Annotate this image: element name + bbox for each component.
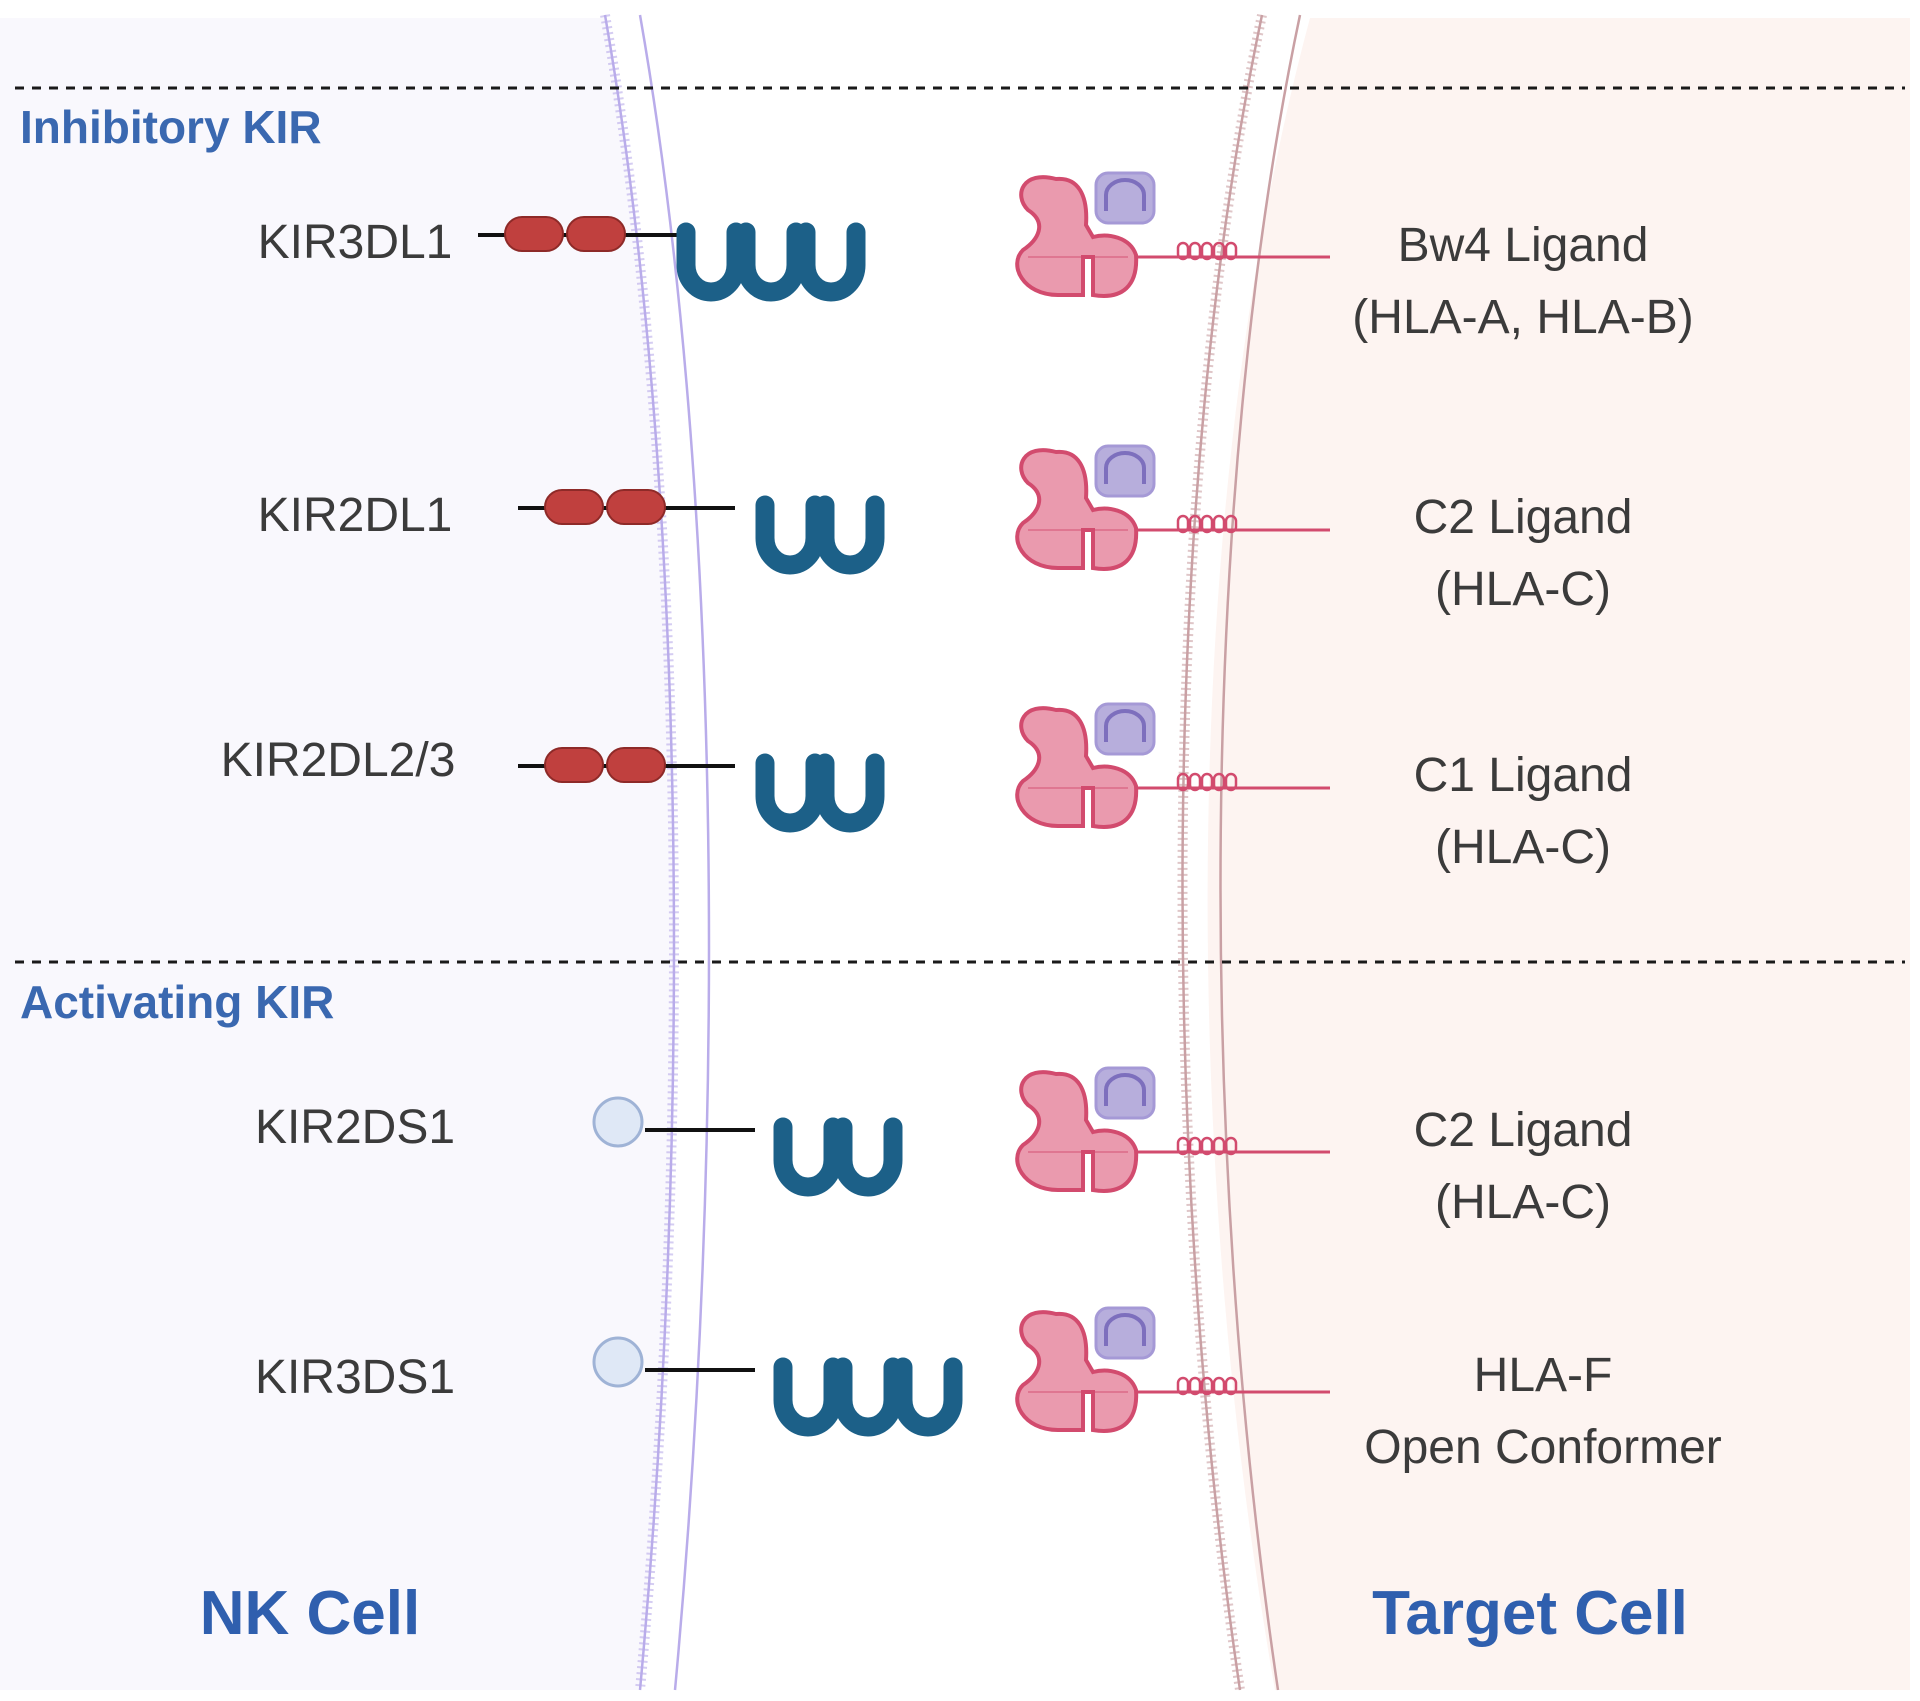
adaptor-icon bbox=[592, 1096, 644, 1148]
receptor-kir2dl1 bbox=[518, 489, 735, 525]
hla-coil-segment bbox=[1224, 1136, 1238, 1156]
nk-membrane-outer-leaflet bbox=[603, 14, 676, 1691]
hla-coil-segment bbox=[1224, 241, 1238, 261]
hla-coil-segment bbox=[1224, 1376, 1238, 1396]
ig-domain-icon bbox=[796, 222, 866, 302]
nk-membrane bbox=[600, 14, 711, 1691]
beta2m-fold bbox=[1104, 1073, 1146, 1106]
ig-domain-icon bbox=[676, 222, 746, 302]
hla-coil-segment bbox=[1200, 241, 1214, 261]
beta2m-fold bbox=[1104, 1313, 1146, 1346]
target-membrane-inner-leaflet bbox=[1219, 14, 1302, 1691]
ligand-label-c1: C1 Ligand (HLA-C) bbox=[1293, 740, 1753, 884]
hla-coil-segment bbox=[1188, 772, 1202, 792]
ligand-line2: (HLA-C) bbox=[1435, 1176, 1611, 1229]
hla-coil-segment bbox=[1212, 772, 1226, 792]
ligand-label-bw4: Bw4 Ligand (HLA-A, HLA-B) bbox=[1293, 210, 1753, 354]
itim-domain-icon bbox=[504, 216, 564, 252]
ligand-label-c2: C2 Ligand (HLA-C) bbox=[1293, 482, 1753, 626]
hla-coil-segment bbox=[1188, 241, 1202, 261]
inhibitory-section-title: Inhibitory KIR bbox=[20, 101, 322, 153]
hla-coil-segment bbox=[1176, 1136, 1190, 1156]
ligand-label-hla-f: HLA-F Open Conformer bbox=[1313, 1340, 1773, 1484]
ig-domain-icon bbox=[815, 753, 885, 833]
itim-domain-icon bbox=[606, 747, 666, 783]
hla-coil-segment bbox=[1176, 514, 1190, 534]
hla-coil-segment bbox=[1200, 1136, 1214, 1156]
hla-coil-segment bbox=[1176, 241, 1190, 261]
beta2m-fold bbox=[1104, 709, 1146, 742]
itim-domain-icon bbox=[566, 216, 626, 252]
ig-domain-icon bbox=[736, 222, 806, 302]
ligand-line1: C2 Ligand bbox=[1413, 491, 1633, 544]
hla-coil-segment bbox=[1200, 514, 1214, 534]
ligand-line1: C1 Ligand bbox=[1413, 749, 1633, 802]
hla-coil-segment bbox=[1224, 514, 1238, 534]
receptor-label-kir2dl2-3: KIR2DL2/3 bbox=[220, 734, 456, 787]
receptor-label-kir2ds1: KIR2DS1 bbox=[254, 1101, 456, 1154]
activating-section-title: Activating KIR bbox=[20, 976, 335, 1028]
receptor-label-kir3dl1: KIR3DL1 bbox=[257, 216, 453, 269]
hla-coil-segment bbox=[1200, 772, 1214, 792]
receptor-label-kir3ds1: KIR3DS1 bbox=[254, 1351, 456, 1404]
ig-domain-icon bbox=[815, 495, 885, 575]
beta2m-fold bbox=[1104, 451, 1146, 484]
hla-coil-segment bbox=[1224, 772, 1238, 792]
hla-coil-segment bbox=[1188, 1376, 1202, 1396]
ligand-line1: Bw4 Ligand bbox=[1397, 219, 1649, 272]
ligand-line1: C2 Ligand bbox=[1413, 1104, 1633, 1157]
ig-domain-icon bbox=[755, 753, 825, 833]
hla-coil-segment bbox=[1200, 1376, 1214, 1396]
receptor-kir3dl1 bbox=[478, 216, 695, 252]
nk-cell-label: NK Cell bbox=[199, 1579, 421, 1648]
hla-coil-segment bbox=[1188, 1136, 1202, 1156]
ig-domain-icon bbox=[893, 1357, 963, 1437]
hla-molecule-icon bbox=[1015, 444, 1330, 571]
adaptor-icon bbox=[592, 1336, 644, 1388]
ligand-label-c2-activating: C2 Ligand (HLA-C) bbox=[1293, 1095, 1753, 1239]
ig-domain-icon bbox=[833, 1357, 903, 1437]
hla-coil-segment bbox=[1212, 241, 1226, 261]
ligand-line2: (HLA-C) bbox=[1435, 563, 1611, 616]
ig-domain-icon bbox=[833, 1117, 903, 1197]
hla-molecule-icon bbox=[1015, 1306, 1330, 1433]
ligand-line2: (HLA-A, HLA-B) bbox=[1352, 291, 1694, 344]
ig-domain-icon bbox=[755, 495, 825, 575]
beta2m-fold bbox=[1104, 178, 1146, 211]
ig-domain-icon bbox=[773, 1117, 843, 1197]
receptor-kir2ds1 bbox=[592, 1096, 755, 1148]
nk-cell-region bbox=[0, 18, 674, 1690]
hla-coil-segment bbox=[1212, 1376, 1226, 1396]
target-cell-region bbox=[1207, 18, 1910, 1690]
hla-molecule-icon bbox=[1015, 1066, 1330, 1193]
hla-coil-segment bbox=[1188, 514, 1202, 534]
itim-domain-icon bbox=[544, 747, 604, 783]
ligand-line1: HLA-F bbox=[1473, 1349, 1613, 1402]
receptor-kir2dl2-3 bbox=[518, 747, 735, 783]
hla-coil-segment bbox=[1212, 514, 1226, 534]
hla-coil-segment bbox=[1212, 1136, 1226, 1156]
ligand-line2: (HLA-C) bbox=[1435, 821, 1611, 874]
receptor-label-kir2dl1: KIR2DL1 bbox=[257, 489, 453, 542]
hla-coil-segment bbox=[1176, 772, 1190, 792]
receptor-kir3ds1 bbox=[592, 1336, 755, 1388]
itim-domain-icon bbox=[544, 489, 604, 525]
nk-membrane-inner-leaflet bbox=[638, 14, 711, 1691]
ligand-line2: Open Conformer bbox=[1364, 1421, 1722, 1474]
itim-domain-icon bbox=[606, 489, 666, 525]
target-cell-label: Target Cell bbox=[1372, 1579, 1688, 1648]
hla-coil-segment bbox=[1176, 1376, 1190, 1396]
ig-domain-icon bbox=[773, 1357, 843, 1437]
hla-molecule-icon bbox=[1015, 171, 1330, 298]
hla-molecule-icon bbox=[1015, 702, 1330, 829]
